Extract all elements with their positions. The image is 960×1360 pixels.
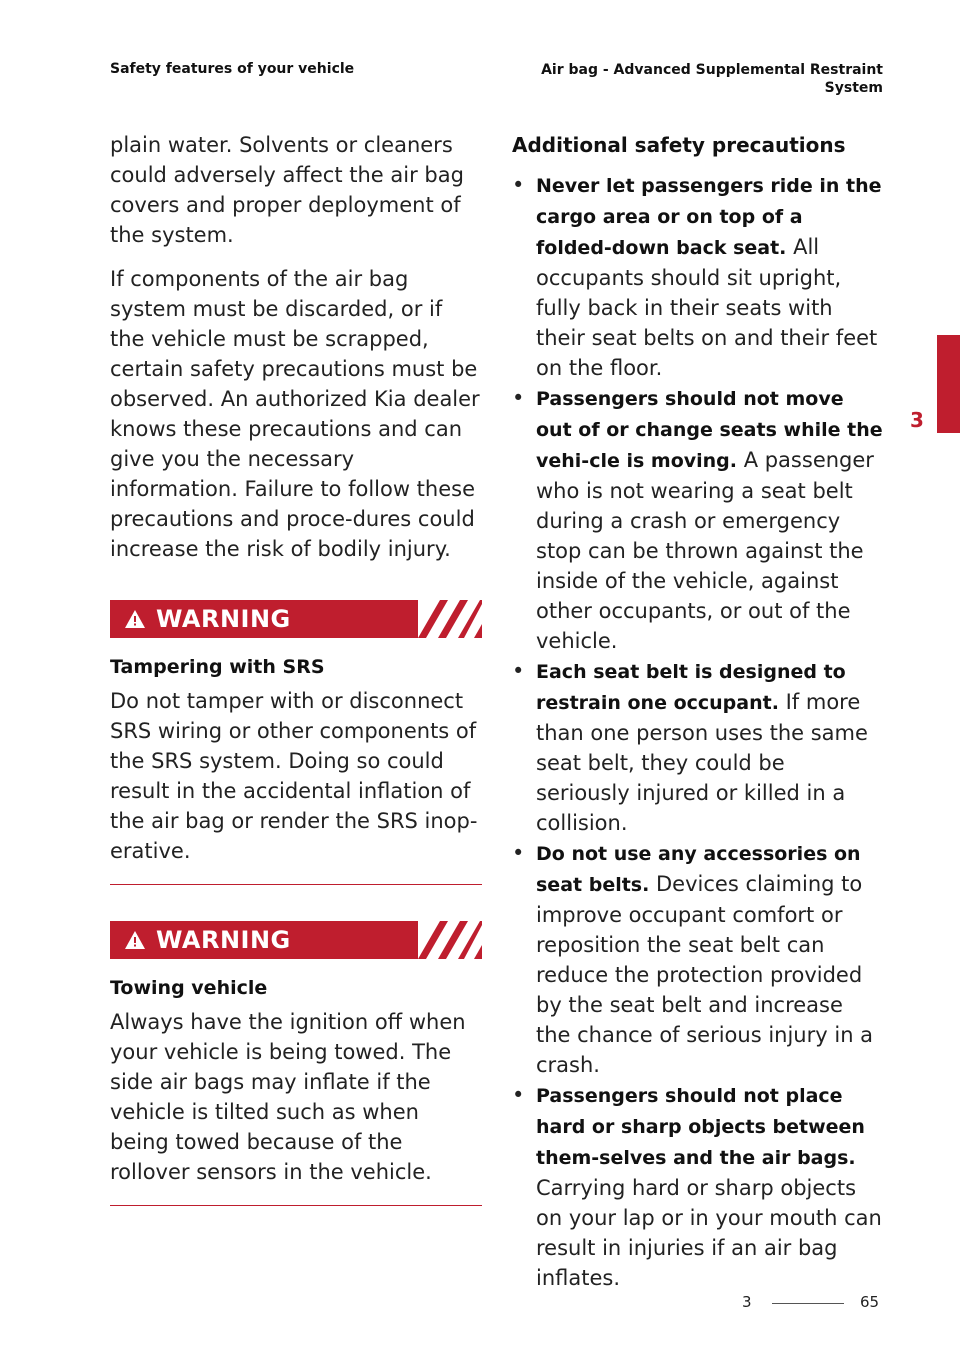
chapter-side-tab — [937, 335, 960, 433]
warning-stripes — [418, 921, 482, 959]
footer-divider — [772, 1303, 844, 1304]
warning-stripes — [418, 600, 482, 638]
footer-chapter-number: 3 — [742, 1293, 752, 1311]
list-item-text: All occupants should sit upright, fully … — [536, 235, 878, 380]
list-item: • Do not use any accessories on seat belt… — [512, 838, 884, 1080]
precautions-list: • Never let passengers ride in the cargo … — [512, 170, 884, 1293]
bullet-dot: • — [512, 173, 525, 197]
list-item-lead: Do not use any accessories on seat belts… — [536, 843, 861, 896]
paragraph-disposal: If components of the air bag system must… — [110, 267, 480, 561]
list-item: • Passengers should not move out of or ch… — [512, 383, 884, 656]
bullet-dot: • — [512, 659, 525, 683]
bullet-dot: • — [512, 386, 525, 410]
warning-body: Do not tamper with or disconnect SRS wir… — [110, 689, 478, 863]
list-item-lead: Passengers should not move out of or cha… — [536, 388, 883, 472]
header-chapter-title: Air bag - Advanced Supplemental Restrain… — [541, 62, 883, 96]
list-item-text: If more than one person uses the same se… — [536, 690, 868, 835]
list-item: • Passengers should not place hard or sha… — [512, 1080, 884, 1293]
warning-divider — [110, 884, 482, 885]
warning-triangle-icon — [125, 931, 145, 949]
list-item-text: Devices claiming to improve occupant com… — [536, 872, 874, 1077]
list-item-lead: Each seat belt is designed to restrain o… — [536, 661, 846, 714]
right-column: Additional safety precautions • Never let… — [512, 130, 884, 1293]
warning-label: WARNING — [156, 605, 291, 633]
footer-page-number: 65 — [860, 1293, 880, 1311]
warning-title: Tampering with SRS — [110, 656, 325, 678]
chapter-side-number: 3 — [910, 408, 924, 432]
header-section-title: Safety features of your vehicle — [110, 61, 355, 77]
bullet-dot: • — [512, 841, 525, 865]
list-item-text: A passenger who is not wearing a seat be… — [536, 448, 874, 653]
warning-label: WARNING — [156, 926, 291, 954]
list-item: • Never let passengers ride in the cargo … — [512, 170, 884, 383]
warning-triangle-icon — [125, 610, 145, 628]
warning-banner: WARNING — [110, 600, 482, 638]
warning-title: Towing vehicle — [110, 977, 268, 999]
warning-divider — [110, 1205, 482, 1206]
list-item-lead: Passengers should not place hard or shar… — [536, 1085, 865, 1169]
left-column: plain water. Solvents or cleaners could … — [110, 130, 482, 1206]
bullet-dot: • — [512, 1083, 525, 1107]
list-item: • Each seat belt is designed to restrain … — [512, 656, 884, 838]
section-title: Additional safety precautions — [512, 133, 846, 157]
warning-banner: WARNING — [110, 921, 482, 959]
paragraph-cleaning: plain water. Solvents or cleaners could … — [110, 133, 464, 247]
list-item-lead: Never let passengers ride in the cargo a… — [536, 175, 882, 259]
list-item-text: Carrying hard or sharp objects on your l… — [536, 1176, 882, 1290]
warning-body: Always have the ignition off when your v… — [110, 1010, 466, 1184]
